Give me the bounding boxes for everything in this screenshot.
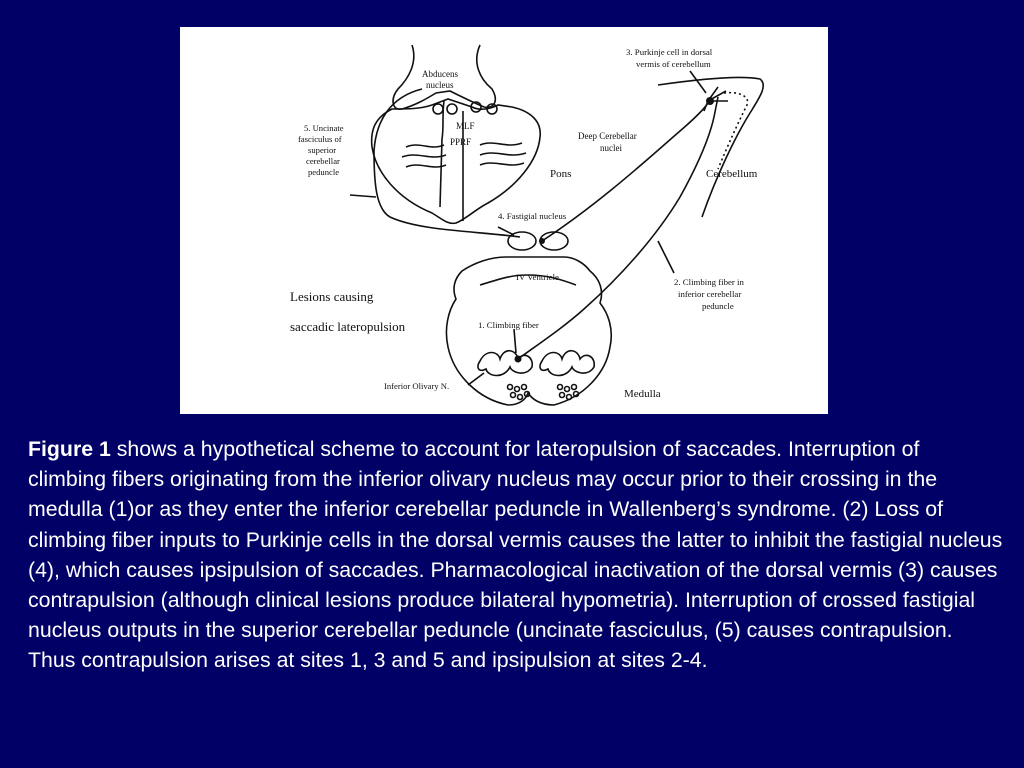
pointer-purkinje	[690, 71, 706, 93]
pons-fibre	[406, 165, 446, 167]
label-medulla: Medulla	[624, 388, 661, 400]
pointer-climbing1	[514, 329, 516, 353]
label-fastigial: 4. Fastigial nucleus	[498, 211, 567, 221]
label-mlf: MLF	[456, 121, 475, 131]
label-climbing2-3: peduncle	[702, 301, 734, 311]
label-lesions-1: Lesions causing	[290, 289, 374, 304]
pointer-uncinate	[350, 195, 376, 197]
pons-fibre	[480, 143, 522, 145]
label-uncinate-1: 5. Uncinate	[304, 123, 344, 133]
pointer-fastigial	[498, 227, 514, 235]
brainstem-outlines	[350, 45, 763, 405]
pons-fibre	[402, 155, 446, 157]
label-deep-cerebellar-nuclei: nuclei	[600, 143, 622, 153]
pyramid-dots-right	[558, 385, 579, 400]
brainstem-diagram: Abducens nucleus MLF PPRF 5. Uncinate fa…	[180, 27, 828, 414]
label-climbing2-2: inferior cerebellar	[678, 289, 741, 299]
cerebellum-inner	[718, 93, 748, 169]
diagram-svg: Abducens nucleus MLF PPRF 5. Uncinate fa…	[180, 27, 828, 414]
label-pprf: PPRF	[450, 137, 471, 147]
pons-fibre	[480, 163, 524, 165]
label-deep-cerebellar: Deep Cerebellar	[578, 131, 637, 141]
pons-fibre	[406, 145, 444, 147]
pons-outline	[372, 99, 541, 223]
figure-caption: Figure 1 shows a hypothetical scheme to …	[28, 434, 1003, 676]
pointer-olivary	[468, 373, 484, 385]
olivary-dot	[515, 356, 522, 363]
label-climbing1: 1. Climbing fiber	[478, 320, 539, 330]
olive-right	[540, 351, 594, 376]
label-ventricle: IV Ventricle	[516, 272, 559, 282]
label-cerebellum: Cerebellum	[706, 168, 758, 180]
label-uncinate-5: peduncle	[308, 167, 339, 177]
pointer-climbing2	[658, 241, 674, 273]
label-lesions-2: saccadic lateropulsion	[290, 319, 406, 334]
purkinje-dot	[706, 97, 714, 105]
label-purkinje-1: 3. Purkinje cell in dorsal	[626, 47, 713, 57]
label-climbing2-1: 2. Climbing fiber in	[674, 277, 744, 287]
label-uncinate-4: cerebellar	[306, 156, 340, 166]
label-abducens: Abducens	[422, 69, 458, 79]
caption-text: shows a hypothetical scheme to account f…	[28, 437, 1002, 672]
mlf-left	[447, 104, 457, 114]
label-purkinje-2: vermis of cerebellum	[636, 59, 711, 69]
abducens-nucleus-left	[433, 104, 443, 114]
abducens-fiber	[440, 101, 444, 207]
label-abducens-nucleus: nucleus	[426, 80, 454, 90]
pons-fibre	[480, 153, 526, 155]
label-uncinate-3: superior	[308, 145, 336, 155]
label-pons: Pons	[550, 168, 571, 180]
fastigial-dot	[539, 238, 545, 244]
label-uncinate-2: fasciculus of	[298, 134, 342, 144]
label-olivary: Inferior Olivary N.	[384, 381, 449, 391]
caption-heading: Figure 1	[28, 437, 111, 461]
